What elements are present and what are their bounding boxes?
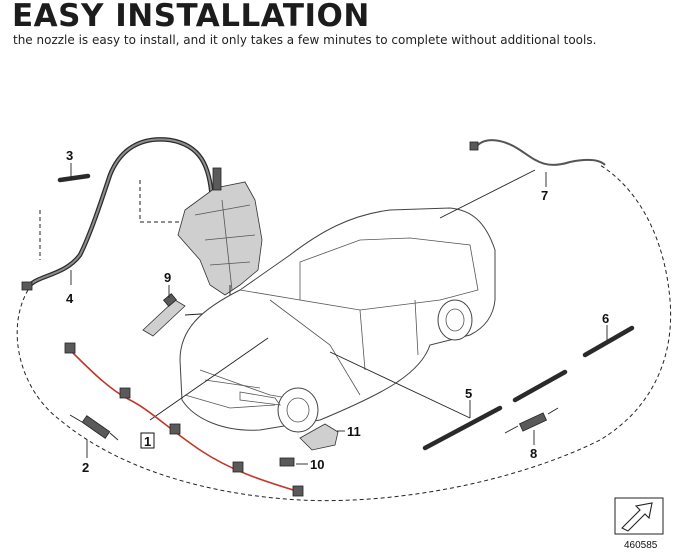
callout-9: 9: [164, 270, 171, 285]
car-illustration: [179, 207, 496, 433]
dashed-hose-route: [16, 164, 672, 502]
hose-7: [469, 139, 606, 166]
wiring-harness-1: [64, 342, 304, 497]
hose-6: [582, 325, 635, 358]
clip-10: [279, 457, 295, 467]
callout-2: 2: [82, 460, 89, 475]
callout-7: 7: [541, 188, 548, 203]
washer-pump-9: [142, 293, 186, 337]
reference-symbol: [614, 497, 664, 535]
callout-10: 10: [310, 457, 324, 472]
callout-1: 1: [144, 434, 151, 449]
washer-reservoir: [177, 167, 263, 296]
page-title: EASY INSTALLATION: [12, 0, 370, 34]
page-subtitle: the nozzle is easy to install, and it on…: [13, 33, 597, 47]
nozzle-connector-8: [504, 407, 559, 434]
callout-11: 11: [347, 424, 361, 439]
hose-assembly-3: [21, 137, 215, 291]
callout-5: 5: [465, 386, 472, 401]
callout-4: 4: [66, 291, 74, 306]
nozzle-connector-2: [69, 414, 119, 441]
dashed-hose-link: [139, 180, 182, 223]
callout-6: 6: [602, 311, 609, 326]
hose-5: [422, 369, 568, 451]
reference-number: 460585: [624, 540, 658, 551]
callout-8: 8: [530, 446, 537, 461]
bracket-11: [299, 423, 339, 451]
callout-1-box: [140, 432, 155, 449]
callout-3: 3: [66, 148, 73, 163]
